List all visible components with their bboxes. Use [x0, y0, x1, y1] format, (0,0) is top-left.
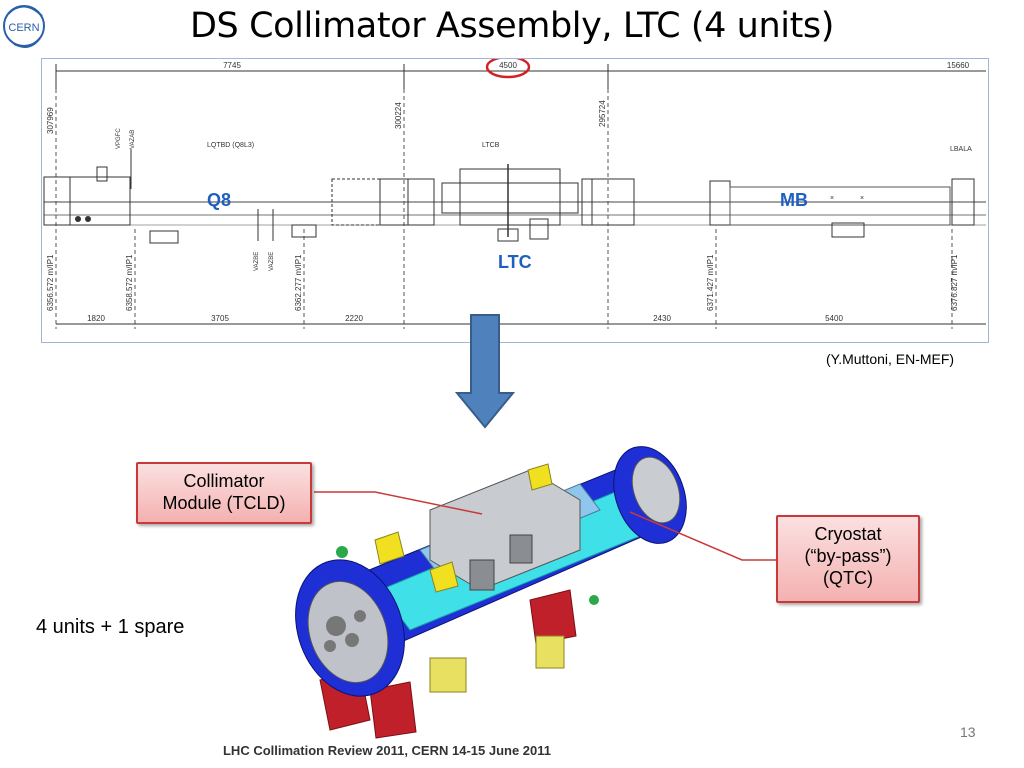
dim-bottom-3: 2220 [345, 314, 363, 323]
cryostat-callout-line3: (QTC) [823, 568, 873, 588]
section-lbala: LBALA [950, 146, 972, 153]
station-bottom-1: 6356.572 m/IP1 [46, 254, 55, 311]
cryostat-callout: Cryostat (“by-pass”) (QTC) [776, 515, 920, 603]
collimator-assembly-image [280, 440, 720, 745]
dim-top-2: 4500 [499, 61, 517, 70]
collimator-module-callout: Collimator Module (TCLD) [136, 462, 312, 524]
svg-text:×: × [860, 195, 864, 202]
station-bottom-3: 6362.277 m/IP1 [294, 254, 303, 311]
collimator-callout-line1: Collimator [183, 471, 265, 491]
ltc-label: LTC [498, 252, 532, 272]
dim-bottom-4: 2430 [653, 314, 671, 323]
down-arrow-icon [454, 313, 516, 434]
dim-bottom-1: 1820 [87, 314, 105, 323]
highlight-ellipse [485, 59, 531, 79]
station-bottom-5: 6376.827 m/IP1 [950, 254, 959, 311]
cern-logo: CERN [0, 0, 52, 52]
footer-text: LHC Collimation Review 2011, CERN 14-15 … [222, 743, 552, 758]
valve-label-4: VAZBE [269, 252, 275, 271]
valve-label-1: VPGFC [116, 128, 122, 149]
valve-label-3: VAZBE [254, 252, 260, 271]
page-number: 13 [960, 724, 976, 740]
layout-drawing: 7745 4500 15660 307969 300224 295724 LQT… [41, 58, 989, 343]
station-top-3: 295724 [598, 100, 607, 127]
units-note: 4 units + 1 spare [36, 616, 185, 638]
dim-bottom-5: 5400 [825, 314, 843, 323]
station-top-2: 300224 [394, 102, 403, 129]
station-bottom-4: 6371.427 m/IP1 [706, 254, 715, 311]
station-bottom-2: 6358.572 m/IP1 [125, 254, 134, 311]
dim-top-1: 7745 [223, 61, 241, 70]
cern-logo-text: CERN [8, 22, 39, 34]
cryostat-callout-line2: (“by-pass”) [804, 546, 892, 566]
q8-label: Q8 [207, 190, 232, 210]
drawing-credit: (Y.Muttoni, EN-MEF) [826, 351, 955, 367]
slide-title: DS Collimator Assembly, LTC (4 units) [190, 6, 834, 46]
dim-top-3: 15660 [947, 61, 970, 70]
cryostat-callout-line1: Cryostat [814, 524, 882, 544]
section-ltcb: LTCB [482, 142, 500, 149]
valve-label-2: VAZAB [130, 130, 136, 149]
station-top-1: 307969 [46, 107, 55, 134]
svg-text:×: × [830, 195, 834, 202]
mb-label: MB [780, 190, 808, 210]
dim-bottom-2: 3705 [211, 314, 229, 323]
section-lqtbd: LQTBD (Q8L3) [207, 142, 254, 149]
collimator-callout-line2: Module (TCLD) [162, 493, 286, 513]
